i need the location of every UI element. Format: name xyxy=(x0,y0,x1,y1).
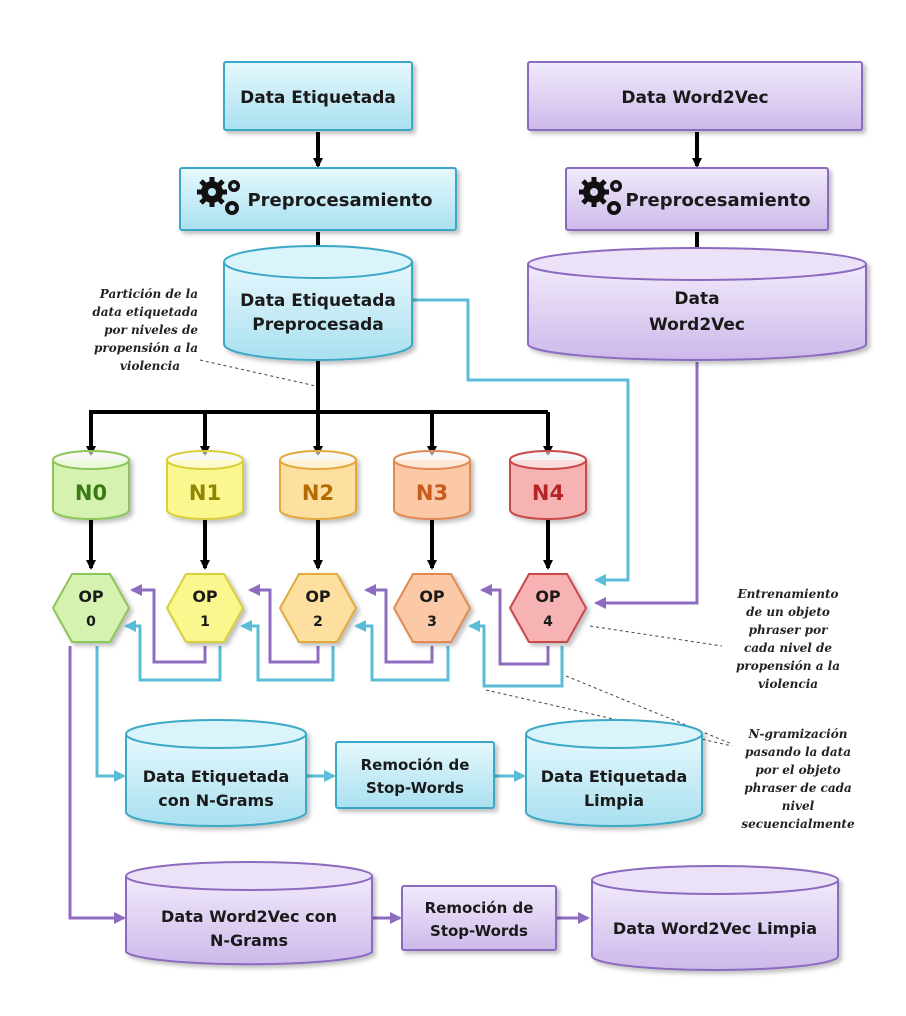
leader-entrenamiento xyxy=(589,625,723,647)
level-label-0: N0 xyxy=(75,481,107,505)
node-data-etiquetada-preprocesada xyxy=(223,245,413,361)
note-entrenamiento-4: cada nivel de xyxy=(744,641,832,655)
purple-op0-to-w2vngrams xyxy=(68,646,126,924)
label-remocion-2a: Remoción de xyxy=(425,899,534,917)
note-entrenamiento-1: Entrenamiento xyxy=(736,587,838,601)
note-ngram-5: nivel xyxy=(782,799,815,813)
leader-particion xyxy=(199,359,317,387)
annotation-entrenamiento: Entrenamiento de un objeto phraser por c… xyxy=(736,587,840,691)
node-w2v-limpia xyxy=(591,865,839,971)
level-cylinder-1 xyxy=(166,450,244,520)
level-label-2: N2 xyxy=(302,481,334,505)
op-hexagon-2 xyxy=(278,573,358,643)
node-etiq-ngrams xyxy=(125,719,307,827)
note-ngram-4: phraser de cada xyxy=(744,781,852,795)
note-particion-3: por niveles de xyxy=(104,323,198,337)
note-particion-1: Partición de la xyxy=(99,287,198,301)
purple-loop-2-1 xyxy=(248,584,320,664)
label-preprocesamiento-right: Preprocesamiento xyxy=(625,190,810,211)
blue-etiqpre-to-op4 xyxy=(412,298,630,586)
op-label-2: OP xyxy=(305,587,331,606)
op-label-3: OP xyxy=(419,587,445,606)
note-ngram-1: N-gramización xyxy=(748,727,848,741)
label-w2v-cyl-2: Word2Vec xyxy=(649,315,745,335)
node-data-etiquetada xyxy=(223,61,413,131)
op-hexagon-0 xyxy=(51,573,131,643)
label-data-word2vec: Data Word2Vec xyxy=(621,88,768,108)
node-w2v-ngrams xyxy=(125,861,373,966)
op-label-0: OP xyxy=(78,587,104,606)
label-etiq-ngrams-1: Data Etiquetada xyxy=(143,767,290,786)
level-cylinder-4 xyxy=(509,450,587,520)
blue-loop-4-3 xyxy=(468,620,564,688)
blue-loop-1-0 xyxy=(124,620,222,682)
op-number-4: 4 xyxy=(543,614,553,630)
purple-loop-3-2 xyxy=(364,584,434,664)
op-label-1: OP xyxy=(192,587,218,606)
label-remocion-1b: Stop-Words xyxy=(366,779,464,797)
note-entrenamiento-2: de un objeto xyxy=(746,605,830,619)
label-w2v-ngrams-2: N-Grams xyxy=(210,931,288,950)
node-etiq-limpia xyxy=(525,719,703,827)
purple-loop-1-0 xyxy=(130,584,207,664)
node-data-word2vec-cylinder xyxy=(527,247,867,361)
level-cylinder-3 xyxy=(393,450,471,520)
label-etiq-preproc-2: Preprocesada xyxy=(252,315,383,335)
note-entrenamiento-3: phraser por xyxy=(749,623,829,637)
purple-w2v-to-op4 xyxy=(594,362,699,609)
op-number-1: 1 xyxy=(200,614,210,630)
op-hexagon-4 xyxy=(508,573,588,643)
level-label-4: N4 xyxy=(532,481,564,505)
node-remocion-2 xyxy=(401,885,557,951)
level-label-3: N3 xyxy=(416,481,448,505)
label-preprocesamiento-left: Preprocesamiento xyxy=(247,190,432,211)
op-number-2: 2 xyxy=(313,614,323,630)
connectors xyxy=(68,132,733,924)
note-ngram-3: por el objeto xyxy=(755,763,840,777)
node-preprocesamiento-right xyxy=(565,167,829,231)
note-particion-4: propensión a la xyxy=(94,341,198,355)
annotation-ngramizacion: N-gramización pasando la data por el obj… xyxy=(741,727,855,831)
label-etiq-ngrams-2: con N-Grams xyxy=(158,791,273,810)
note-particion-5: violencia xyxy=(120,359,180,373)
label-w2v-cyl-1: Data xyxy=(674,289,719,309)
label-w2v-ngrams-1: Data Word2Vec con xyxy=(161,907,337,926)
note-particion-2: data etiquetada xyxy=(92,305,198,319)
blue-loop-2-1 xyxy=(240,620,335,682)
op-hexagon-3 xyxy=(392,573,472,643)
op-label-4: OP xyxy=(535,587,561,606)
blue-loop-3-2 xyxy=(354,620,450,682)
gears-icon xyxy=(579,177,622,215)
note-entrenamiento-6: violencia xyxy=(758,677,818,691)
level-label-1: N1 xyxy=(189,481,221,505)
note-ngram-2: pasando la data xyxy=(745,745,851,759)
label-etiq-limpia-2: Limpia xyxy=(584,791,644,810)
label-remocion-2b: Stop-Words xyxy=(430,922,528,940)
label-w2v-limpia: Data Word2Vec Limpia xyxy=(613,919,817,938)
node-remocion-1 xyxy=(335,741,495,809)
label-etiq-limpia-1: Data Etiquetada xyxy=(541,767,688,786)
op-number-3: 3 xyxy=(427,614,437,630)
op-number-0: 0 xyxy=(86,614,96,630)
label-remocion-1a: Remoción de xyxy=(361,756,470,774)
label-etiq-preproc-1: Data Etiquetada xyxy=(240,291,396,311)
op-hexagon-1 xyxy=(165,573,245,643)
label-data-etiquetada: Data Etiquetada xyxy=(240,88,396,108)
level-cylinder-0 xyxy=(52,450,130,520)
note-entrenamiento-5: propensión a la xyxy=(736,659,840,673)
node-data-word2vec xyxy=(527,61,863,131)
purple-loop-4-3 xyxy=(480,584,550,666)
level-cylinder-2 xyxy=(279,450,357,520)
blue-op0-to-etiqngrams xyxy=(95,646,126,782)
node-preprocesamiento-left xyxy=(179,167,457,231)
gears-icon xyxy=(197,177,240,215)
annotation-particion: Partición de la data etiquetada por nive… xyxy=(92,287,198,373)
note-ngram-6: secuencialmente xyxy=(741,817,855,831)
